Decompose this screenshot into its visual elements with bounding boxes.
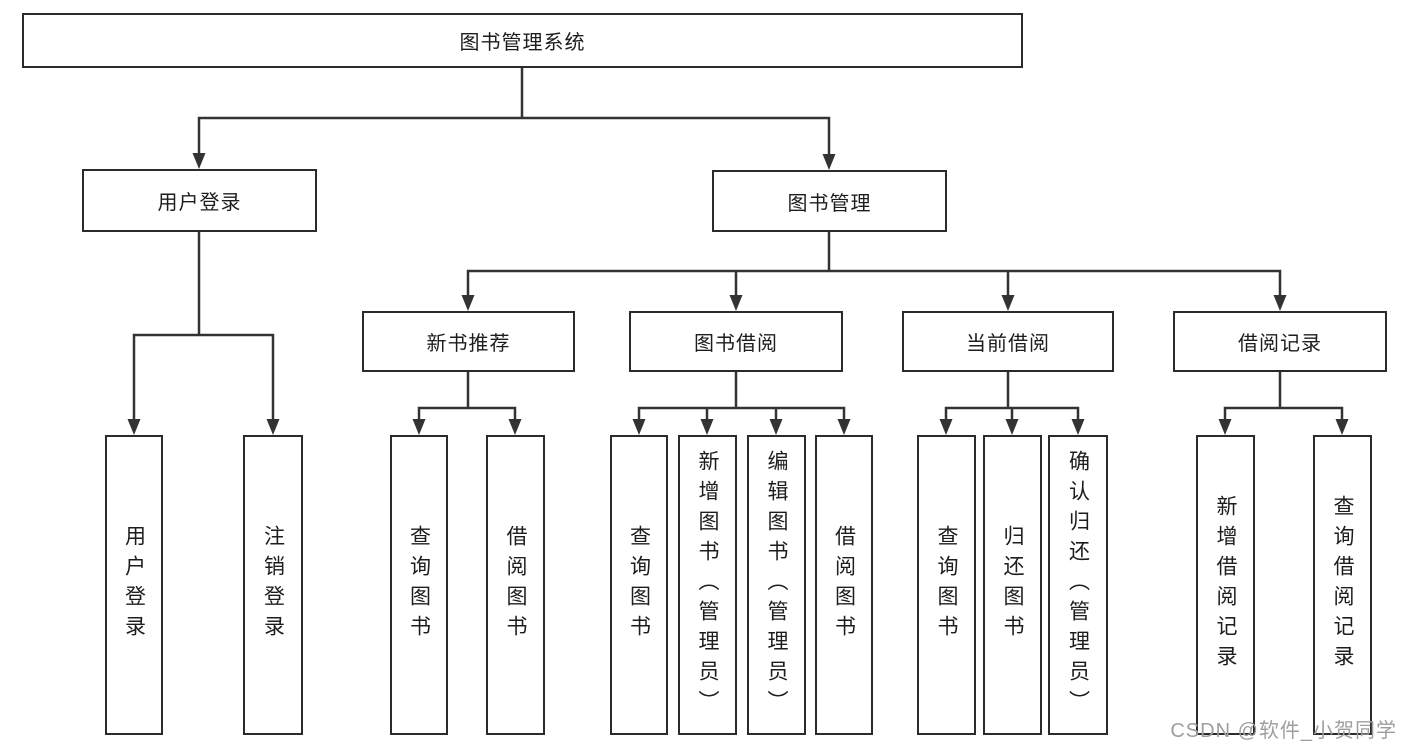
leaf-borrowing-borrow-books-label: 借阅图书 — [832, 525, 856, 645]
node-library-system: 图书管理系统 — [22, 13, 1023, 68]
leaf-logout-label: 注销登录 — [261, 525, 285, 645]
leaf-return-books-label: 归还图书 — [1001, 525, 1024, 645]
connector-borrow-to-leaves — [637, 370, 846, 422]
connector-current-to-leaves — [944, 370, 1080, 422]
connector-userlogin-to-leaves — [132, 230, 275, 422]
leaf-confirm-return-admin: 确认归还（管理员） — [1048, 435, 1108, 735]
leaf-add-book-admin-label: 新增图书（管理员） — [696, 450, 719, 720]
leaf-newrec-borrow-books: 借阅图书 — [486, 435, 545, 735]
leaf-newrec-query-books-label: 查询图书 — [407, 525, 431, 645]
node-borrowing-records: 借阅记录 — [1173, 311, 1387, 372]
leaf-logout: 注销登录 — [243, 435, 303, 735]
node-book-management: 图书管理 — [712, 170, 947, 232]
leaf-edit-book-admin: 编辑图书（管理员） — [747, 435, 806, 735]
leaf-query-borrow-record-label: 查询借阅记录 — [1331, 495, 1354, 675]
connector-bookmgmt-to-level3 — [466, 230, 1282, 298]
arrowheads — [127, 153, 1349, 435]
leaf-add-book-admin: 新增图书（管理员） — [678, 435, 737, 735]
node-book-borrowing: 图书借阅 — [629, 311, 843, 372]
leaf-add-borrow-record: 新增借阅记录 — [1196, 435, 1255, 735]
leaf-borrowing-query-books-label: 查询图书 — [627, 525, 651, 645]
leaf-newrec-query-books: 查询图书 — [390, 435, 448, 735]
leaf-borrowing-query-books: 查询图书 — [610, 435, 668, 735]
leaf-query-borrow-record: 查询借阅记录 — [1313, 435, 1372, 735]
leaf-confirm-return-admin-label: 确认归还（管理员） — [1066, 450, 1090, 720]
connector-records-to-leaves — [1223, 370, 1344, 422]
leaf-user-login-label: 用户登录 — [122, 525, 146, 645]
leaf-edit-book-admin-label: 编辑图书（管理员） — [765, 450, 788, 720]
connector-root-to-level2 — [197, 66, 831, 157]
node-user-login-group: 用户登录 — [82, 169, 317, 232]
node-new-book-recommend: 新书推荐 — [362, 311, 575, 372]
leaf-borrowing-borrow-books: 借阅图书 — [815, 435, 873, 735]
leaf-add-borrow-record-label: 新增借阅记录 — [1214, 495, 1237, 675]
csdn-watermark: CSDN @软件_小贺同学 — [1170, 720, 1397, 742]
leaf-user-login: 用户登录 — [105, 435, 163, 735]
node-current-borrowing: 当前借阅 — [902, 311, 1114, 372]
leaf-newrec-borrow-books-label: 借阅图书 — [504, 525, 527, 645]
leaf-current-query-books-label: 查询图书 — [935, 525, 958, 645]
leaf-return-books: 归还图书 — [983, 435, 1042, 735]
connector-newbook-to-leaves — [417, 370, 517, 422]
leaf-current-query-books: 查询图书 — [917, 435, 976, 735]
